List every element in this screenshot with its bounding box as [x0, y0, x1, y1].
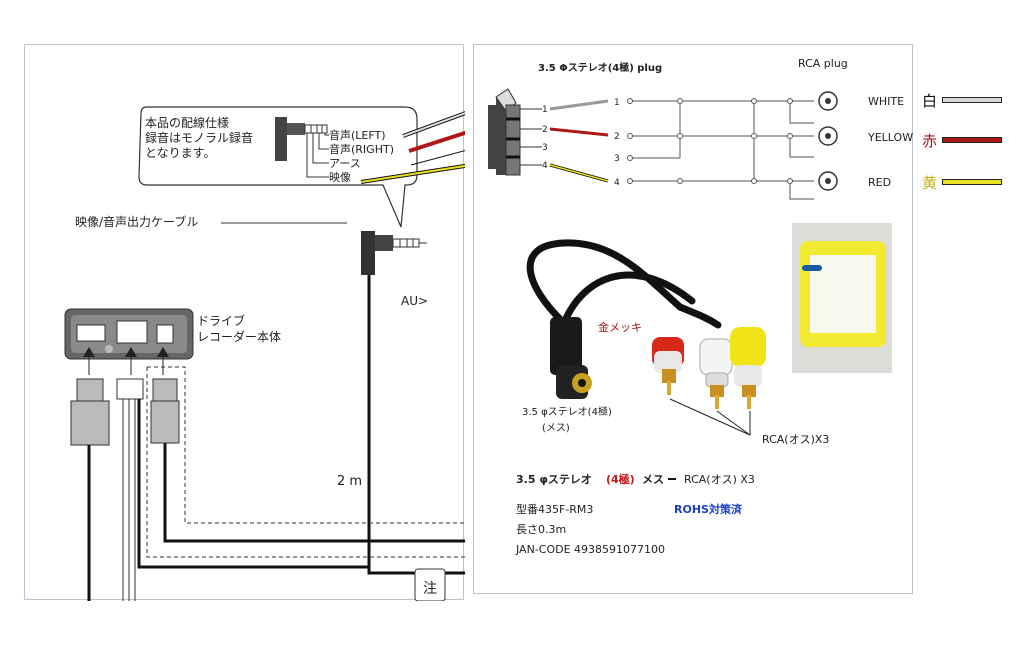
right-wiring-diagram: 3.5 Φステレオ(4極) plug RCA plug 1 2 3 4 — [488, 57, 913, 200]
pin-right-label: 音声(RIGHT) — [329, 142, 394, 156]
pin-leader-lines — [306, 133, 329, 178]
pin-video-label: 映像 — [329, 171, 351, 184]
schematic-nodes — [627, 98, 793, 184]
plug-pin-4: 4 — [542, 161, 548, 171]
aux-connector-top — [152, 378, 178, 402]
color-name-yellow: YELLOW — [867, 131, 913, 144]
plug-pin-1: 1 — [542, 105, 548, 115]
harness-wires — [122, 399, 136, 601]
color-kanji-legend: 白 赤 黄 — [922, 90, 1022, 200]
dashed-outlines — [146, 366, 465, 558]
color-name-white: WHITE — [868, 95, 904, 108]
pin-ground-label: アース — [329, 157, 361, 170]
spec-note-line2: 録音はモノラル録音 — [145, 130, 253, 145]
spec-note-line3: となります。 — [145, 146, 215, 160]
plug-pin-3: 3 — [542, 143, 548, 153]
usb-connector-top — [76, 378, 104, 402]
color-name-red: RED — [868, 176, 891, 189]
rca-title: RCA plug — [798, 57, 848, 70]
main-plug-icon — [361, 231, 427, 275]
cable-label: 映像/音声出力ケーブル — [75, 214, 198, 229]
left-wiring-panel: 本品の配線仕様 録音はモノラル録音 となります。 音声(LEFT) 音声(RIG… — [24, 44, 465, 601]
recorder-body — [64, 308, 194, 360]
spec-note-line1: 本品の配線仕様 — [145, 115, 229, 130]
kanji-yellow: 黄 — [922, 174, 938, 192]
balloon-plug-icon — [275, 117, 328, 161]
recorder-label-line2: レコーダー本体 — [197, 329, 281, 344]
aux-label: AU> — [401, 294, 428, 308]
usb-connector — [70, 400, 110, 446]
rca-pin-1: 1 — [614, 98, 620, 108]
harness-connector — [116, 378, 144, 400]
package-photo — [792, 223, 892, 373]
schematic-lines — [630, 100, 814, 200]
pin-left-label: 音声(LEFT) — [329, 128, 386, 142]
plug-wires — [549, 99, 609, 183]
left-wiring-diagram: 本品の配線仕様 録音はモノラル録音 となります。 音声(LEFT) 音声(RIG… — [64, 106, 465, 601]
plug-title: 3.5 Φステレオ(4極) plug — [538, 61, 662, 74]
spec-callout-balloon — [138, 106, 418, 228]
rca-pin-3: 3 — [614, 154, 620, 164]
crossing-wires — [360, 111, 465, 184]
connector-arrows — [83, 347, 169, 375]
stereo-plug-icon — [488, 88, 521, 176]
right-spec-panel: 3.5 Φステレオ(4極) plug RCA plug 1 2 3 4 — [473, 44, 913, 594]
swatch-red — [942, 137, 1002, 143]
kanji-red: 赤 — [922, 132, 938, 150]
harness-cable — [137, 399, 465, 575]
length-label: 2 m — [337, 474, 362, 489]
aux-cable — [163, 443, 465, 543]
recorder-label-line1: ドライブ — [197, 313, 245, 328]
kanji-white: 白 — [922, 92, 938, 110]
edge-note-char: 注 — [423, 581, 437, 597]
plug-pin-leaders — [520, 108, 542, 166]
swatch-yellow — [942, 179, 1002, 185]
package-logo-icon — [802, 265, 822, 271]
aux-connector — [150, 400, 180, 444]
rca-pin-4: 4 — [614, 178, 620, 188]
edge-note-box — [414, 568, 446, 601]
swatch-white — [942, 97, 1002, 103]
rca-jack-icons — [818, 91, 838, 191]
plug-pin-2: 2 — [542, 125, 548, 135]
rca-pin-2: 2 — [614, 132, 620, 142]
